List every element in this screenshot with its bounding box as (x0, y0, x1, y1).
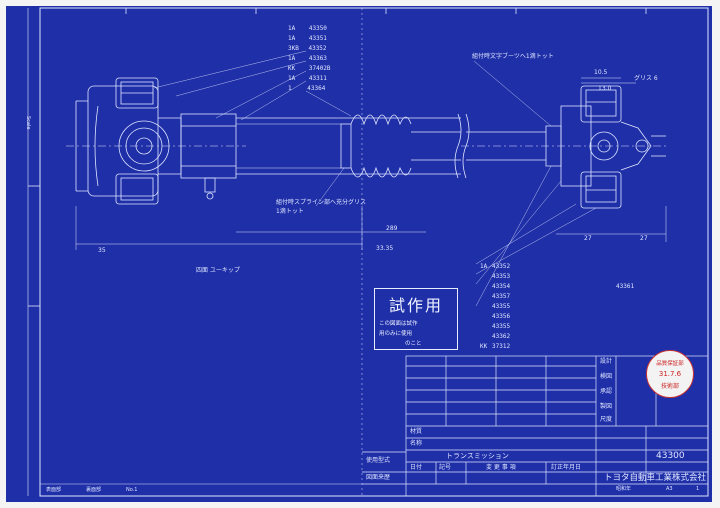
tb-sheet-no: 1 (696, 486, 700, 492)
inspection-stamp: 品質保証部 31.7.6 技術部 (646, 350, 694, 398)
parts-row: 43362 (492, 333, 511, 340)
tb-scale: 尺度 (600, 416, 613, 423)
tb-change-b: 変 更 事 項 (486, 464, 516, 471)
dim-left: 35 (98, 247, 106, 254)
parts-row: 43354 (492, 283, 511, 290)
tb-company: トヨタ自動車工業株式会社 (604, 473, 707, 483)
tb-sheet-code: A3 (666, 486, 673, 492)
parts-row: 43353 (492, 273, 511, 280)
callout-row: 3KB 43352 (288, 45, 327, 52)
dim-top-b: 13.0 (598, 85, 612, 92)
parts-row: 43357 (492, 293, 511, 300)
tb-check: 検図 (600, 373, 613, 380)
callout-list-top: 1A 43350 1A 43351 3KB 43352 1A 43363 KK … (288, 26, 331, 96)
parts-row: 43355 (492, 323, 511, 330)
tb-name-value: トランスミッション (446, 452, 509, 460)
callout-row: 1A 43351 (288, 35, 327, 42)
tb-change-a: 記号 (439, 464, 452, 471)
parts-row: 43356 (492, 313, 511, 320)
trial-stamp-line2: 用のみに使用 (379, 331, 413, 337)
note-bottom-left: 四面 ユーキップ (196, 267, 240, 274)
callout-row: KK 37402B (288, 65, 331, 72)
callout-row: 1A 43363 (288, 55, 327, 62)
trial-stamp-line3: のこと (405, 341, 422, 347)
dim-bottom: 33.35 (376, 245, 394, 252)
tb-material: 材質 (410, 428, 423, 435)
tb-name: 名称 (410, 440, 423, 447)
bottom-strip-c: No.1 (126, 487, 138, 493)
blueprint-sheet: Scale 1A 43350 1A 43351 3KB 43352 1A 433… (6, 6, 712, 502)
tb-bottom-b: 使用型式 (366, 457, 391, 464)
tb-draw: 製図 (600, 403, 613, 410)
inspection-stamp-line3: 技術部 (660, 383, 679, 390)
bottom-strip-b: 裏面部 (86, 487, 102, 493)
tb-approve: 承認 (600, 388, 613, 395)
tb-design: 設計 (600, 358, 613, 365)
dim-right: グリス 6 (634, 75, 658, 82)
part-right: 43361 (616, 283, 635, 290)
callout-row: 1A 43350 (288, 25, 327, 32)
inspection-stamp-date: 31.7.6 (658, 370, 682, 378)
tb-date: 日付 (410, 464, 423, 471)
inspection-stamp-line1: 品質保証部 (656, 361, 684, 367)
trial-stamp: 試作用 この図面は試作 用のみに使用 のこと (374, 288, 458, 350)
tb-bottom-small: 昭和年 (616, 486, 632, 492)
trial-stamp-line1: この図面は試作 (379, 321, 418, 327)
bottom-strip-a: 表面部 (46, 487, 62, 493)
dim-r2: 27 (640, 235, 648, 242)
tb-bottom-a: 図面来歴 (366, 474, 391, 481)
parts-row: 43355 (492, 303, 511, 310)
dim-top-a: 10.5 (594, 69, 608, 76)
dim-r1: 27 (584, 235, 592, 242)
drawing-linework (27, 7, 709, 497)
callout-row: 1 43364 (288, 85, 326, 92)
note-spline-grease: 組付時スプライン部へ充分グリス 1滴トット (276, 199, 367, 215)
tb-drawing-no: 43300 (656, 451, 685, 461)
dim-mid: 289 (386, 225, 398, 232)
side-note: Scale (25, 116, 31, 130)
note-boot-grease: 組付時文字ブーツへ1滴トット (472, 53, 554, 60)
callout-row: 1A 43311 (288, 75, 327, 82)
tb-change-c: 訂正年月日 (551, 464, 582, 471)
trial-stamp-title: 試作用 (388, 296, 443, 315)
